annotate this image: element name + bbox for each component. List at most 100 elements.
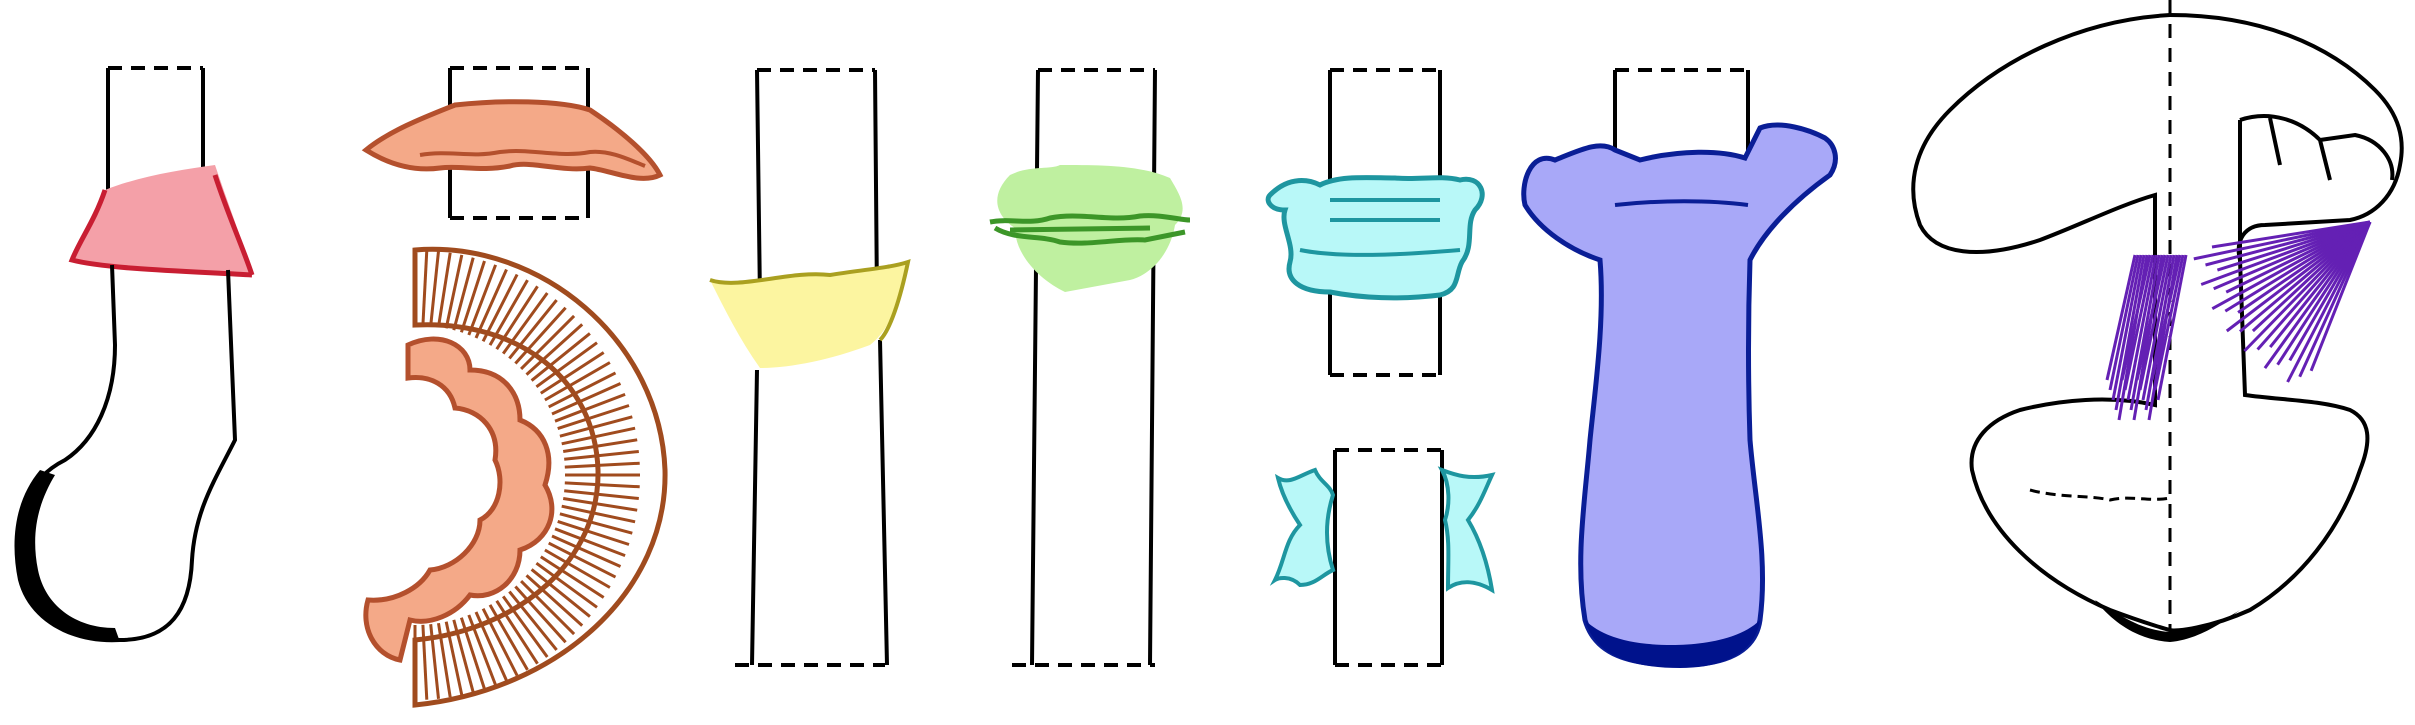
panel-cap-section — [1911, 0, 2404, 642]
hatch-line — [437, 622, 452, 698]
hatch-line — [467, 264, 498, 336]
volva-sheath — [1521, 122, 1838, 668]
gill-line — [2135, 254, 2167, 381]
cap-base-shading — [2095, 600, 2240, 642]
hatch-line — [564, 489, 639, 500]
superior-ring-edge — [68, 174, 255, 278]
panel-inferior-ring — [709, 68, 911, 667]
inferior-stem-sides — [750, 69, 889, 666]
cap-left-half — [1911, 13, 2171, 632]
cortina-upper-ring — [1265, 175, 1485, 301]
gill-line — [2108, 254, 2140, 391]
volva-base-dark — [1585, 620, 1760, 668]
cutaway-ring-fill — [363, 336, 555, 663]
hatch-line — [514, 585, 567, 644]
hatch-line — [557, 519, 630, 546]
hatch-line — [488, 279, 529, 346]
hatch-line — [459, 617, 486, 690]
cutaway-hatched-band — [412, 246, 668, 708]
gill-line — [2114, 254, 2146, 411]
hatch-line — [557, 404, 630, 431]
gill-line — [2156, 254, 2188, 401]
hatch-line — [508, 590, 558, 651]
hatch-line — [520, 314, 576, 370]
hatch-line — [444, 621, 464, 696]
cap-gills-right — [2193, 220, 2372, 383]
hatch-line — [530, 332, 591, 382]
hatch-line — [551, 382, 622, 416]
double-ring-stem-dashed — [450, 66, 588, 220]
volva-inner-rim — [1614, 199, 1749, 207]
cortina-upper-stem-dashed — [1330, 68, 1440, 377]
hatch-line — [495, 599, 539, 665]
hatch-line — [495, 285, 539, 351]
median-stem-dashed — [1012, 68, 1155, 667]
inferior-ring — [710, 262, 908, 368]
gill-line — [2123, 254, 2155, 391]
gill-line — [2129, 254, 2161, 411]
hatch-line — [488, 604, 529, 671]
hatch-line — [564, 481, 640, 489]
median-ring-edge — [989, 213, 1191, 246]
cortina-lower-left-fragment — [1269, 467, 1336, 588]
stem-body-outline — [16, 264, 238, 643]
hatch-line — [562, 497, 638, 512]
gill-line — [2126, 254, 2158, 401]
hatch-line — [544, 361, 611, 402]
hatch-line — [559, 512, 633, 535]
panel-cortina-ring — [1265, 68, 1496, 667]
median-stem-sides — [1030, 69, 1157, 666]
hatch-line — [444, 254, 464, 329]
hatch-line — [467, 614, 498, 686]
hatch-line — [452, 257, 475, 331]
hatch-line — [525, 574, 584, 627]
gill-line — [2150, 254, 2182, 381]
hatch-line — [514, 306, 567, 365]
hatch-line — [564, 450, 639, 461]
hatch-line — [452, 619, 475, 693]
stem-top-dashed-outline — [106, 66, 205, 205]
double-ring-upper — [361, 99, 664, 181]
cap-right-half — [2169, 13, 2404, 633]
cutaway-hatching — [413, 250, 640, 700]
hatch-line — [561, 504, 636, 524]
hatch-line — [501, 595, 549, 658]
hatch-line — [535, 341, 598, 389]
gill-line — [2141, 254, 2173, 401]
hatch-line — [421, 250, 429, 326]
hatch-line — [554, 527, 626, 558]
hatch-line — [429, 624, 440, 699]
gill-line — [2211, 220, 2371, 249]
gill-line — [2153, 254, 2185, 391]
hatch-line — [530, 568, 591, 618]
hatch-line — [508, 299, 558, 360]
hatch-line — [539, 351, 605, 395]
panel-double-ring — [361, 66, 668, 708]
hatch-line — [561, 426, 636, 446]
hatch-line — [559, 415, 633, 438]
hatch-line — [474, 268, 508, 339]
cortina-upper-ring-band — [1299, 198, 1461, 257]
hatch-line — [548, 371, 617, 409]
panel-volva-sheath — [1521, 68, 1838, 668]
hatch-line — [481, 608, 519, 677]
double-ring-inner-edge — [419, 149, 646, 168]
panel-median-ring — [989, 68, 1191, 667]
hatch-line — [554, 392, 626, 423]
hatch-line — [520, 580, 576, 636]
hatch-line — [474, 611, 508, 682]
inferior-stem-dashed — [735, 68, 885, 667]
hatch-line — [535, 561, 598, 609]
cortina-lower-right-fragment — [1437, 466, 1496, 594]
gill-line — [2144, 254, 2176, 411]
hatch-line — [501, 292, 549, 355]
superior-ring — [72, 165, 252, 275]
panel-stem-bulbous-base — [14, 66, 255, 643]
gill-line — [2138, 254, 2170, 391]
bulbous-base-shading — [14, 470, 120, 643]
gill-line — [2120, 254, 2152, 381]
cap-gills-left — [2105, 254, 2188, 421]
hatch-line — [551, 534, 622, 568]
